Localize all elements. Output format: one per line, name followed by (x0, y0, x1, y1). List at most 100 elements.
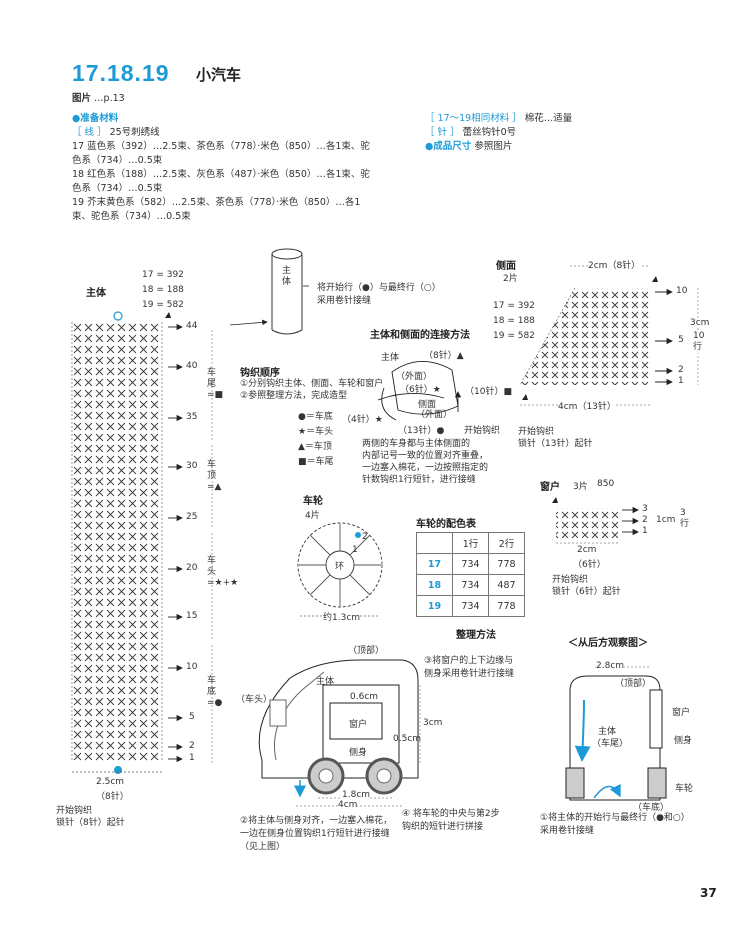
main-color-19: 19 = 582 (142, 300, 184, 310)
main-body-chart (71, 311, 213, 774)
page-number: 37 (700, 886, 717, 900)
connect-heading: 主体和侧面的连接方法 (370, 330, 470, 341)
needle-label: ［ 针 ］ (425, 127, 460, 138)
table-row-id: 18 (416, 574, 453, 596)
order-step-1: ①分别钩织主体、侧面、车轮和窗户 (240, 379, 384, 389)
side-count: 2片 (503, 274, 518, 284)
pattern-name: 小汽车 (196, 66, 242, 84)
table-row: 19 734 778 (416, 595, 525, 617)
window-label: 窗户 (540, 482, 560, 493)
table-cell: 734 (452, 553, 489, 575)
wheel-count: 4片 (305, 511, 320, 521)
materials-block: ●准备材料 ［ 线 ］ 25号刺绣线 17 蓝色系（392）…2.5束、茶色系（… (72, 112, 370, 224)
window-rows: 3行 (680, 508, 690, 529)
rear-rear: （车尾） (592, 739, 629, 749)
wheel-row-marker: 1 (352, 545, 358, 555)
window-start: 开始钩织 (552, 575, 589, 585)
rear-step1a: ①将主体的开始行与最终行（●和○） (540, 813, 690, 823)
window-width: 2cm (577, 545, 597, 555)
side-row-marker: 1 (678, 376, 684, 386)
connect-s4: （4针）★ (342, 415, 383, 425)
connect-s8: （8针）▲ (424, 351, 464, 361)
side-color-18: 18 = 188 (493, 316, 535, 326)
main-body-colors: 17 = 392 18 = 188 19 = 582 (142, 268, 184, 313)
wheel-diameter: 约1.3cm (323, 610, 361, 623)
wheel-chart (297, 522, 383, 617)
assembly-roof: （顶部） (348, 646, 385, 656)
roll-note: 将开始行（●）与最终行（○） 采用卷针接缝 (317, 282, 441, 308)
side-panel-chart (519, 265, 699, 406)
assembly-step3b: 侧身采用卷针进行接缝 (424, 669, 515, 679)
table-cell: 778 (488, 553, 525, 575)
connection-diagram (377, 361, 462, 421)
table-row: 17 734 778 (416, 553, 525, 575)
side-height-rows: 10行 (693, 331, 705, 353)
table-cell: 734 (452, 595, 489, 617)
row-marker: 10 (186, 662, 198, 672)
photo-ref: 图片 …p.13 (72, 92, 125, 106)
rear-window: 窗户 (672, 708, 691, 718)
row-marker: 40 (186, 361, 198, 371)
assembly-step4: ④ 将车轮的中央与第2步 钩织的短针进行拼接 (402, 808, 500, 834)
assembly-d05: 0.5cm (393, 734, 421, 745)
order-legend: ●＝车底 ★＝车头 ▲＝车顶 ■＝车尾 (298, 410, 334, 470)
assembly-step3a: ③将窗户的上下边缘与 (424, 656, 514, 666)
side-top-width: 2cm（8针） (588, 258, 641, 271)
window-count: 3片 (573, 482, 588, 492)
yarn-value: 25号刺绣线 (109, 127, 160, 138)
legend-bottom: ●＝车底 (298, 412, 333, 422)
connect-note: 两侧的车身都与主体侧面的 内部记号一致的位置对齐重叠， 一边塞入棉花，一边按照指… (362, 438, 488, 486)
row-marker: 15 (186, 611, 198, 621)
assembly-step4b: 钩织的短针进行拼接 (402, 822, 484, 832)
table-row-id: 17 (416, 553, 453, 575)
connect-note-1: 两侧的车身都与主体侧面的 (362, 439, 471, 449)
table-cell: 778 (488, 595, 525, 617)
yarn-label: ［ 线 ］ (72, 127, 107, 138)
size-label: 成品尺寸 (433, 141, 472, 152)
materials-heading: 准备材料 (80, 113, 119, 124)
size-heading-icon: ● (425, 141, 434, 152)
materials-18b: 色系（734）…0.5束 (72, 183, 163, 194)
rear-wheel: 车轮 (675, 784, 694, 794)
rear-roof: （顶部） (615, 679, 652, 689)
side-color-19: 19 = 582 (493, 331, 535, 341)
table-header-row: 1行 2行 (416, 532, 525, 554)
main-stitches: （8针） (96, 792, 129, 802)
wheel-color-table: 1行 2行 17 734 778 18 734 487 19 734 778 (416, 532, 525, 617)
photo-ref-page: …p.13 (94, 93, 125, 104)
connect-s10: （10针）■ (465, 387, 512, 397)
side-label: 侧面 (496, 261, 516, 272)
connect-note-4: 针数钩织1行短针，进行接缝 (362, 475, 476, 485)
assembly-step2b: 一边在侧身位置钩织1行短针进行接缝 (240, 829, 390, 839)
window-stitches: （6针） (573, 560, 606, 570)
table-cell: 487 (488, 574, 525, 596)
row-marker: 20 (186, 563, 198, 573)
main-body-label: 主体 (86, 288, 106, 299)
assembly-window: 窗户 (349, 720, 368, 730)
materials-17b: 色系（734）…0.5束 (72, 155, 163, 166)
assembly-step3: ③将窗户的上下边缘与 侧身采用卷针进行接缝 (424, 655, 514, 681)
assembly-step2c: （见上图） (240, 842, 286, 852)
pattern-number: 17.18.19 (72, 60, 170, 86)
section-bottom: 车底=● (207, 676, 223, 708)
roll-note-line2: 采用卷针接缝 (317, 296, 372, 306)
materials-18: 18 红色系（188）…2.5束、灰色系（487）·米色（850）…各1束、驼 (72, 169, 370, 180)
side-chain: 锁针（13针）起针 (518, 439, 593, 449)
order-steps: ①分别钩织主体、侧面、车轮和窗户 ②参照整理方法，完成造型 (240, 378, 383, 402)
connect-s13: （13针）● (398, 426, 445, 436)
rear-width: 2.8cm (596, 661, 625, 671)
side-colors: 17 = 392 18 = 188 19 = 582 (493, 299, 535, 344)
materials-heading-icon: ● (72, 113, 81, 124)
roll-note-line1: 将开始行（●）与最终行（○） (317, 283, 441, 293)
connect-outer: （外面） (396, 372, 433, 382)
section-rear: 车尾=■ (207, 368, 224, 400)
legend-rear: ■＝车尾 (298, 457, 334, 467)
row-marker: 44 (186, 321, 198, 331)
main-start: 开始钩织 (56, 806, 93, 816)
connect-s6: （6针）★ (400, 385, 441, 395)
table-row-id: 19 (416, 595, 453, 617)
rear-body: 主体 (598, 727, 617, 737)
side-bottom-width: 4cm（13针） (558, 399, 616, 412)
materials-right: ［ 17～19相同材料 ］ 棉花…适量 ［ 针 ］ 蕾丝钩针0号 ●成品尺寸 参… (425, 112, 572, 154)
